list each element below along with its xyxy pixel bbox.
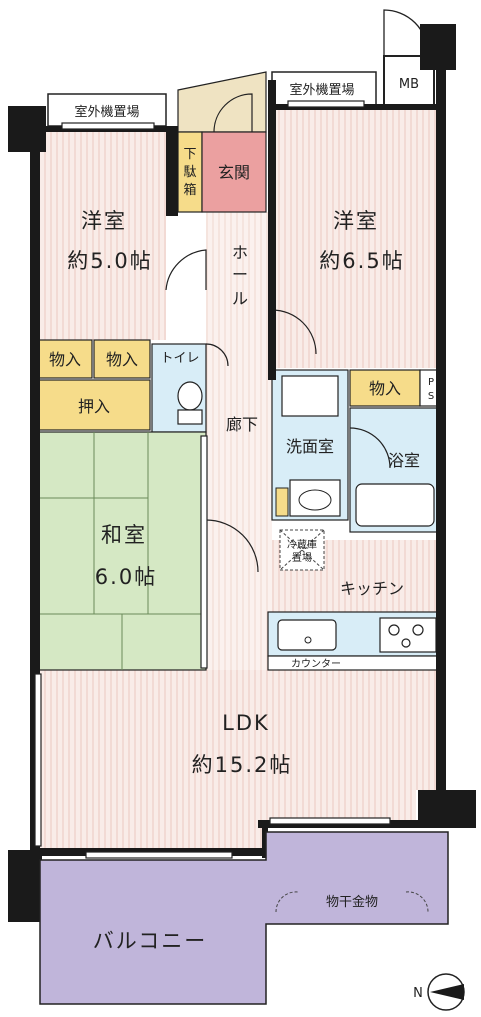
counter-label: カウンター bbox=[291, 658, 341, 670]
balcony-label: バルコニー bbox=[93, 929, 208, 953]
bathtub-icon bbox=[355, 483, 435, 527]
compass-icon: N bbox=[413, 973, 465, 1011]
western-room-right-name: 洋室 bbox=[333, 209, 379, 233]
ldk-name: LDK bbox=[222, 711, 270, 735]
western-room-right-size: 約6.5帖 bbox=[319, 249, 404, 273]
kitchen-label: キッチン bbox=[340, 579, 404, 598]
shoe-box-label-3: 箱 bbox=[183, 182, 196, 198]
outdoor-unit-left-label: 室外機置場 bbox=[74, 104, 139, 120]
western-room-right bbox=[272, 106, 442, 368]
hall-label-2: ー bbox=[232, 265, 248, 284]
tatami-lines bbox=[38, 432, 206, 670]
entrance-porch bbox=[177, 71, 267, 133]
western-room-left-size: 約5.0帖 bbox=[67, 249, 152, 273]
storage-1 bbox=[37, 339, 93, 379]
toilet-label: トイレ bbox=[160, 351, 199, 366]
washbasin-icon bbox=[289, 479, 341, 517]
toilet-icon bbox=[177, 381, 203, 425]
stove-icon bbox=[379, 617, 437, 653]
western-room-left-name: 洋室 bbox=[81, 209, 127, 233]
storage-3-label: 物入 bbox=[369, 379, 401, 398]
windows bbox=[34, 100, 391, 859]
hall bbox=[206, 212, 272, 532]
bathroom-label: 浴室 bbox=[388, 451, 420, 470]
storage-3 bbox=[349, 369, 421, 407]
washroom-label: 洗面室 bbox=[286, 437, 334, 456]
drying-hardware-label: 物干金物 bbox=[326, 894, 378, 910]
entrance-label: 玄関 bbox=[218, 163, 250, 182]
mb-label: MB bbox=[399, 77, 419, 92]
closet bbox=[37, 379, 151, 431]
ldk-size: 約15.2帖 bbox=[192, 753, 293, 777]
closet-label: 押入 bbox=[78, 397, 110, 416]
sink-icon bbox=[277, 619, 337, 651]
ps-label-2: S bbox=[428, 391, 434, 402]
outdoor-unit-right-label: 室外機置場 bbox=[289, 82, 354, 98]
shoe-box-label-1: 下 bbox=[183, 147, 196, 162]
shoe-box-label-2: 駄 bbox=[183, 165, 196, 180]
ps-label-1: P bbox=[428, 377, 434, 388]
compass-north-label: N bbox=[413, 986, 423, 1001]
storage-1-label: 物入 bbox=[49, 350, 81, 369]
kitchen-counter: カウンター bbox=[267, 611, 443, 671]
drying-hardware-icon bbox=[275, 891, 429, 913]
shoe-box bbox=[177, 131, 203, 213]
storage-2-label: 物入 bbox=[106, 350, 138, 369]
outdoor-unit-left: 室外機置場 bbox=[47, 93, 167, 127]
entrance bbox=[201, 131, 267, 213]
fridge-label-1: 冷蔵庫 bbox=[287, 538, 317, 551]
hall-label-3: ル bbox=[232, 289, 248, 308]
fridge-space: 冷蔵庫 置場 bbox=[279, 529, 325, 571]
balcony bbox=[39, 831, 449, 1005]
fridge-label-2: 置場 bbox=[292, 551, 312, 564]
western-room-left bbox=[38, 130, 166, 340]
hall-label-1: ホ bbox=[232, 243, 248, 262]
storage-2 bbox=[93, 339, 151, 379]
outdoor-unit-right: 室外機置場 bbox=[271, 71, 377, 107]
japanese-room-size: 6.0帖 bbox=[95, 565, 157, 589]
corridor-label: 廊下 bbox=[226, 415, 258, 434]
japanese-room-name: 和室 bbox=[101, 523, 147, 547]
